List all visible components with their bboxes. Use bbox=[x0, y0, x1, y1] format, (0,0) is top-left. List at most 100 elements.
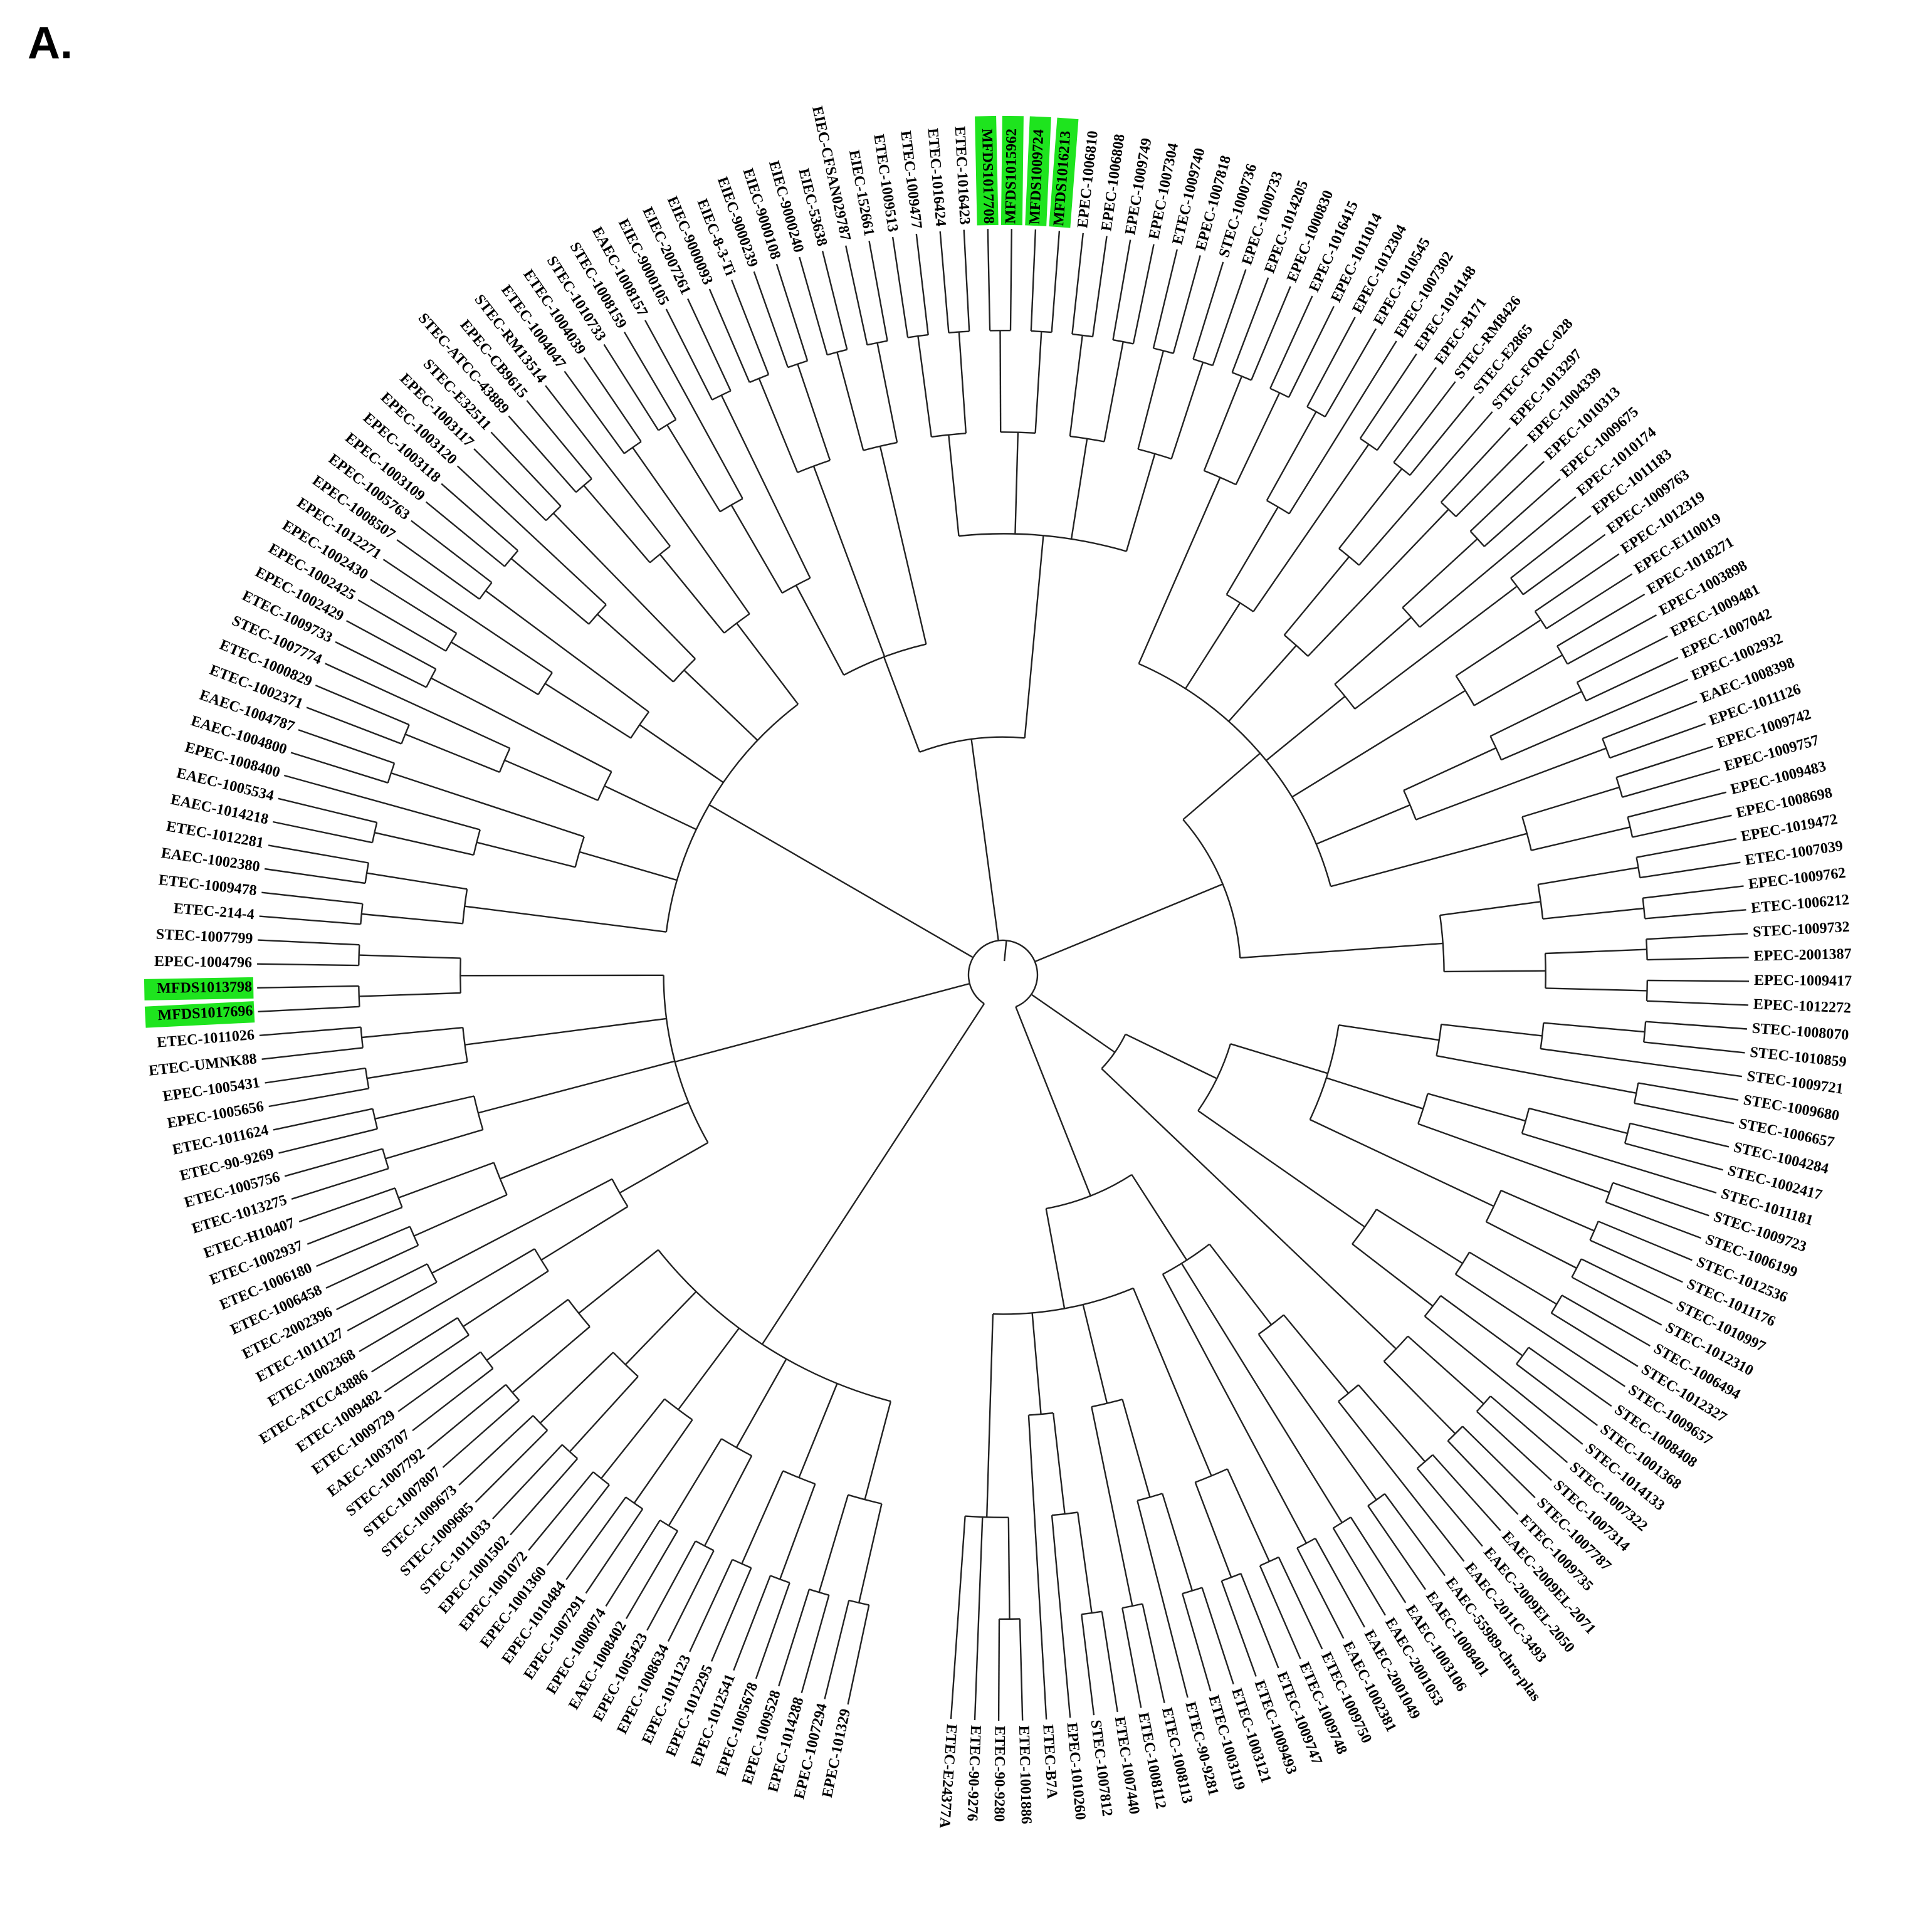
branch-line bbox=[1024, 535, 1044, 738]
clade-arc bbox=[1635, 857, 1641, 878]
branch-line bbox=[1521, 786, 1620, 818]
branch-line bbox=[1014, 432, 1019, 534]
branch-line bbox=[391, 772, 585, 837]
branch-line bbox=[1138, 477, 1221, 664]
tree-leaf: EPEC-1004796 bbox=[154, 953, 252, 971]
branch-line bbox=[431, 1178, 612, 1274]
branch-line bbox=[359, 1248, 535, 1353]
branch-line bbox=[1231, 277, 1269, 373]
branch-line bbox=[1015, 1006, 1091, 1197]
leaf-label: ETEC-1016423 bbox=[952, 126, 973, 226]
branch-line bbox=[268, 1088, 369, 1108]
branch-line bbox=[1455, 619, 1541, 677]
branch-line bbox=[1283, 1314, 1350, 1394]
branch-line bbox=[451, 641, 539, 696]
leaf-label: ETEC-B7A bbox=[1039, 1724, 1060, 1800]
branch-line bbox=[1455, 1273, 1625, 1387]
branch-line bbox=[273, 1108, 373, 1131]
branch-line bbox=[583, 485, 651, 564]
branch-line bbox=[1484, 478, 1561, 547]
branch-line bbox=[1257, 1333, 1377, 1501]
clade-arc bbox=[1046, 1173, 1133, 1210]
branch-line bbox=[257, 985, 359, 989]
branch-line bbox=[1235, 392, 1281, 485]
branch-line bbox=[917, 335, 932, 438]
branch-line bbox=[1070, 438, 1088, 540]
branch-line bbox=[778, 1588, 811, 1687]
branch-line bbox=[259, 1026, 361, 1036]
branch-line bbox=[1121, 1399, 1151, 1498]
branch-line bbox=[950, 1516, 966, 1719]
branch-line bbox=[476, 841, 575, 868]
branch-line bbox=[1269, 295, 1313, 389]
leaf-label: EPEC-1006810 bbox=[1074, 130, 1101, 229]
branch-line bbox=[1142, 1604, 1165, 1704]
branch-line bbox=[974, 1517, 984, 1721]
branch-line bbox=[382, 559, 553, 673]
branch-line bbox=[1316, 804, 1410, 845]
branch-line bbox=[1376, 1209, 1463, 1264]
branch-line bbox=[1415, 747, 1607, 821]
branch-line bbox=[1132, 1288, 1212, 1476]
branch-line bbox=[1091, 236, 1108, 337]
clade-arc bbox=[1101, 1034, 1126, 1069]
branch-line bbox=[1030, 229, 1037, 332]
leaf-label: EPEC-1009762 bbox=[1748, 865, 1847, 893]
branch-line bbox=[258, 1005, 360, 1012]
branch-line bbox=[704, 1455, 753, 1546]
branch-line bbox=[298, 729, 395, 764]
leaf-label: ETEC-214-4 bbox=[173, 900, 255, 923]
branch-line bbox=[1101, 1611, 1118, 1713]
branch-line bbox=[1101, 1068, 1397, 1350]
tree-leaf: ETEC-90-9276 bbox=[963, 1725, 984, 1822]
branch-line bbox=[413, 1194, 508, 1237]
branch-line bbox=[465, 1017, 667, 1046]
clade-arc bbox=[592, 1471, 610, 1486]
branch-line bbox=[361, 1027, 463, 1039]
branch-line bbox=[879, 446, 927, 644]
clade-arc bbox=[665, 703, 799, 932]
branch-line bbox=[335, 641, 427, 688]
branch-line bbox=[357, 599, 446, 652]
leaf-label: STEC-1007812 bbox=[1088, 1719, 1116, 1817]
branch-line bbox=[720, 394, 811, 579]
branch-line bbox=[1230, 1043, 1328, 1074]
clade-arc bbox=[1403, 790, 1417, 821]
branch-line bbox=[283, 774, 481, 831]
clade-arc bbox=[545, 505, 562, 522]
leaf-label: EAEC-1002380 bbox=[160, 845, 261, 875]
tree-leaf: EPEC-1006808 bbox=[1098, 133, 1128, 232]
branch-line bbox=[1500, 1189, 1595, 1232]
clade-arc bbox=[1436, 1024, 1442, 1056]
branch-line bbox=[492, 1444, 563, 1520]
branch-line bbox=[1545, 948, 1647, 955]
branch-line bbox=[512, 1326, 591, 1394]
clade-arc bbox=[782, 1470, 816, 1485]
branch-line bbox=[948, 434, 960, 537]
branch-line bbox=[1562, 1294, 1651, 1347]
branch-line bbox=[689, 1559, 733, 1652]
leaf-label: EPEC-1004796 bbox=[154, 953, 252, 971]
branch-line bbox=[1182, 1593, 1212, 1692]
branch-line bbox=[1447, 1440, 1519, 1515]
clade-arc bbox=[1137, 1493, 1163, 1501]
branch-line bbox=[290, 752, 389, 784]
branch-line bbox=[1162, 1274, 1307, 1544]
clade-arc bbox=[664, 1398, 693, 1420]
branch-line bbox=[278, 797, 377, 824]
highlighted-leaf: MFDS1015962 bbox=[1000, 115, 1024, 226]
leaf-label: ETEC-UMNK88 bbox=[148, 1051, 258, 1079]
branch-line bbox=[1185, 602, 1241, 690]
clade-arc bbox=[721, 1438, 752, 1457]
clade-arc bbox=[575, 478, 592, 493]
tree-leaf: STEC-1009732 bbox=[1752, 919, 1850, 941]
branch-line bbox=[325, 663, 510, 749]
clade-arc bbox=[1521, 816, 1532, 851]
branch-line bbox=[761, 1003, 985, 1345]
clade-arc bbox=[843, 643, 927, 676]
branch-line bbox=[539, 1352, 614, 1424]
branch-line bbox=[999, 330, 1002, 433]
branch-line bbox=[307, 1206, 402, 1245]
branch-line bbox=[1439, 901, 1541, 916]
